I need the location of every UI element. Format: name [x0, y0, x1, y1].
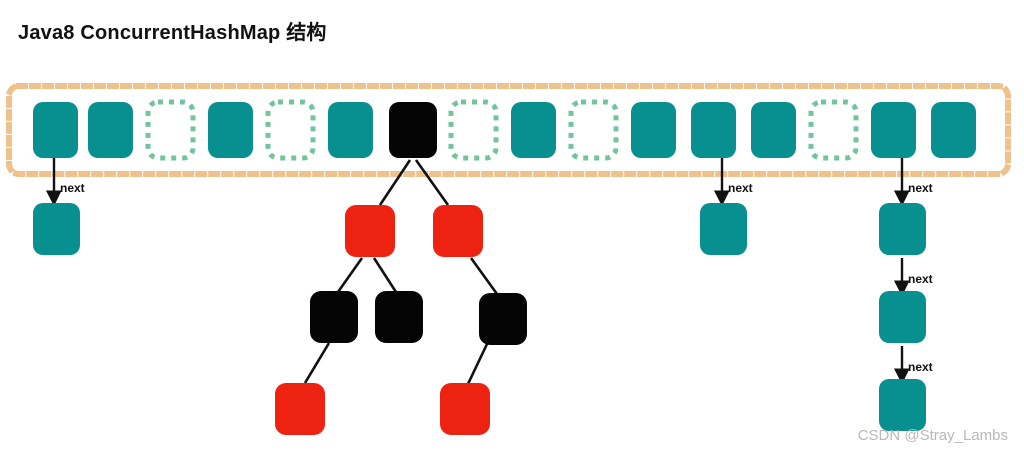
- bucket-cell-9-empty[interactable]: [568, 99, 619, 161]
- bucket-cell-13-empty[interactable]: [808, 99, 859, 161]
- next-label-bucket-14-1: next: [908, 181, 933, 195]
- tree-node-r4-red[interactable]: [440, 383, 490, 435]
- tree-edge-b3-r4: [466, 343, 489, 385]
- tree-node-b3-black[interactable]: [479, 293, 527, 345]
- red-black-tree: [275, 159, 527, 435]
- tree-edge-r1-b2: [372, 257, 398, 293]
- tree-edge-root-r1: [378, 159, 412, 206]
- tree-edge-root-r2: [414, 159, 450, 206]
- tree-edge-b1-r3: [303, 342, 331, 384]
- bucket-14-chain: next next next: [879, 158, 933, 431]
- next-label-bucket-14-2: next: [908, 272, 933, 286]
- tree-node-r3-red[interactable]: [275, 383, 325, 435]
- tree-edge-r1-b1: [336, 257, 364, 293]
- bucket-cell-5[interactable]: [328, 102, 373, 158]
- chain-node-bucket-11-1[interactable]: [700, 203, 747, 255]
- tree-node-r1-red[interactable]: [345, 205, 395, 257]
- chain-node-bucket-14-1[interactable]: [879, 203, 926, 255]
- tree-node-r2-red[interactable]: [433, 205, 483, 257]
- next-label-bucket-14-3: next: [908, 360, 933, 374]
- tree-edge-r2-b3: [469, 257, 499, 295]
- bucket-cell-11[interactable]: [691, 102, 736, 158]
- next-label-bucket-0: next: [60, 181, 85, 195]
- bucket-cell-7-empty[interactable]: [448, 99, 499, 161]
- bucket-cell-4-empty[interactable]: [265, 99, 316, 161]
- bucket-0-chain: next: [33, 158, 85, 255]
- next-label-bucket-11: next: [728, 181, 753, 195]
- bucket-cell-2-empty[interactable]: [145, 99, 196, 161]
- bucket-cell-1[interactable]: [88, 102, 133, 158]
- bucket-cell-6-treeified[interactable]: [389, 102, 437, 158]
- page-title: Java8 ConcurrentHashMap 结构: [18, 22, 327, 44]
- tree-node-b1-black[interactable]: [310, 291, 358, 343]
- bucket-11-chain: next: [700, 158, 753, 255]
- chain-node-bucket-0-1[interactable]: [33, 203, 80, 255]
- chain-node-bucket-14-3[interactable]: [879, 379, 926, 431]
- bucket-cell-8[interactable]: [511, 102, 556, 158]
- bucket-cell-14[interactable]: [871, 102, 916, 158]
- chain-node-bucket-14-2[interactable]: [879, 291, 926, 343]
- bucket-array-container: [6, 83, 1011, 177]
- bucket-array-cells: [33, 99, 976, 161]
- bucket-cell-12[interactable]: [751, 102, 796, 158]
- bucket-cell-15[interactable]: [931, 102, 976, 158]
- bucket-cell-10[interactable]: [631, 102, 676, 158]
- watermark: CSDN @Stray_Lambs: [857, 427, 1008, 444]
- bucket-cell-0[interactable]: [33, 102, 78, 158]
- bucket-cell-3[interactable]: [208, 102, 253, 158]
- tree-node-b2-black[interactable]: [375, 291, 423, 343]
